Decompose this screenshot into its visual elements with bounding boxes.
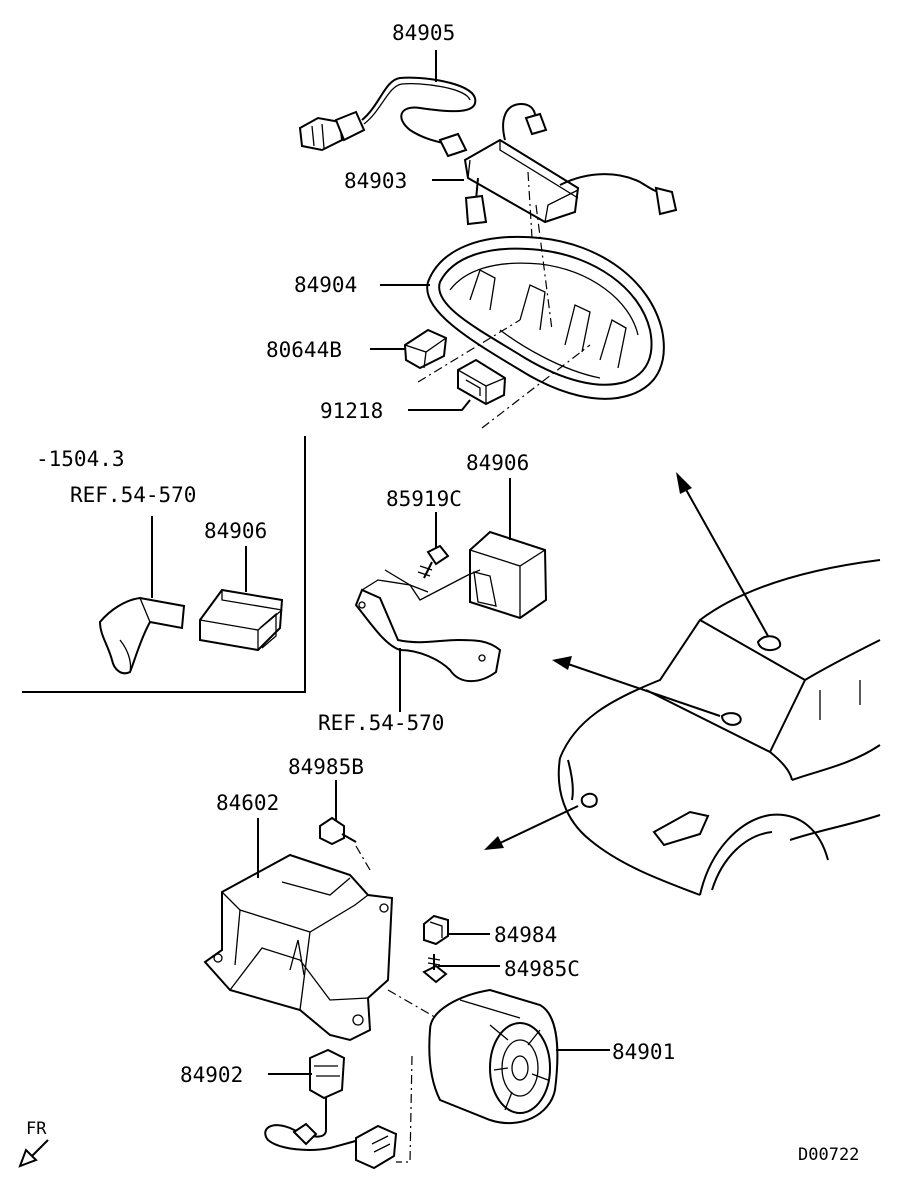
bracket-84602 [203,853,394,1042]
nut-84984 [423,914,449,946]
bolt-84985B [319,816,357,846]
label-ref-bracket: REF.54-570 [318,711,444,735]
label-ref-inset: REF.54-570 [70,483,196,507]
label-84905: 84905 [392,21,455,45]
label-84984: 84984 [494,923,557,947]
label-80644B: 80644B [266,338,342,362]
label-91218: 91218 [320,399,383,423]
label-84906: 84906 [466,451,529,475]
label-84902: 84902 [180,1063,243,1087]
label-84985B: 84985B [288,755,364,779]
relay-84906 [469,530,548,620]
label-84906-inset: 84906 [204,519,267,543]
harness-84902 [264,1048,398,1170]
front-direction-icon [18,1139,49,1168]
connector-91218 [457,358,507,406]
bolt-85919C [417,544,450,579]
label-range: -1504.3 [36,447,125,471]
label-84904: 84904 [294,273,357,297]
bracket-ref [354,569,502,683]
inset-bracket [98,596,186,675]
bolt-84985C [422,954,448,984]
label-diagram-code: D00722 [798,1145,859,1165]
label-fr: FR [26,1119,47,1139]
label-84602: 84602 [216,791,279,815]
horn-84901 [428,988,559,1125]
label-85919C: 85919C [386,487,462,511]
vehicle-outline [557,559,881,896]
harness-84905 [298,76,477,158]
clip-80644B [403,328,448,370]
label-84903: 84903 [344,169,407,193]
housing-84904 [426,235,665,400]
module-84903 [463,102,678,226]
inset-relay-84906 [199,588,284,652]
label-84901: 84901 [612,1040,675,1064]
label-84985C: 84985C [504,957,580,981]
